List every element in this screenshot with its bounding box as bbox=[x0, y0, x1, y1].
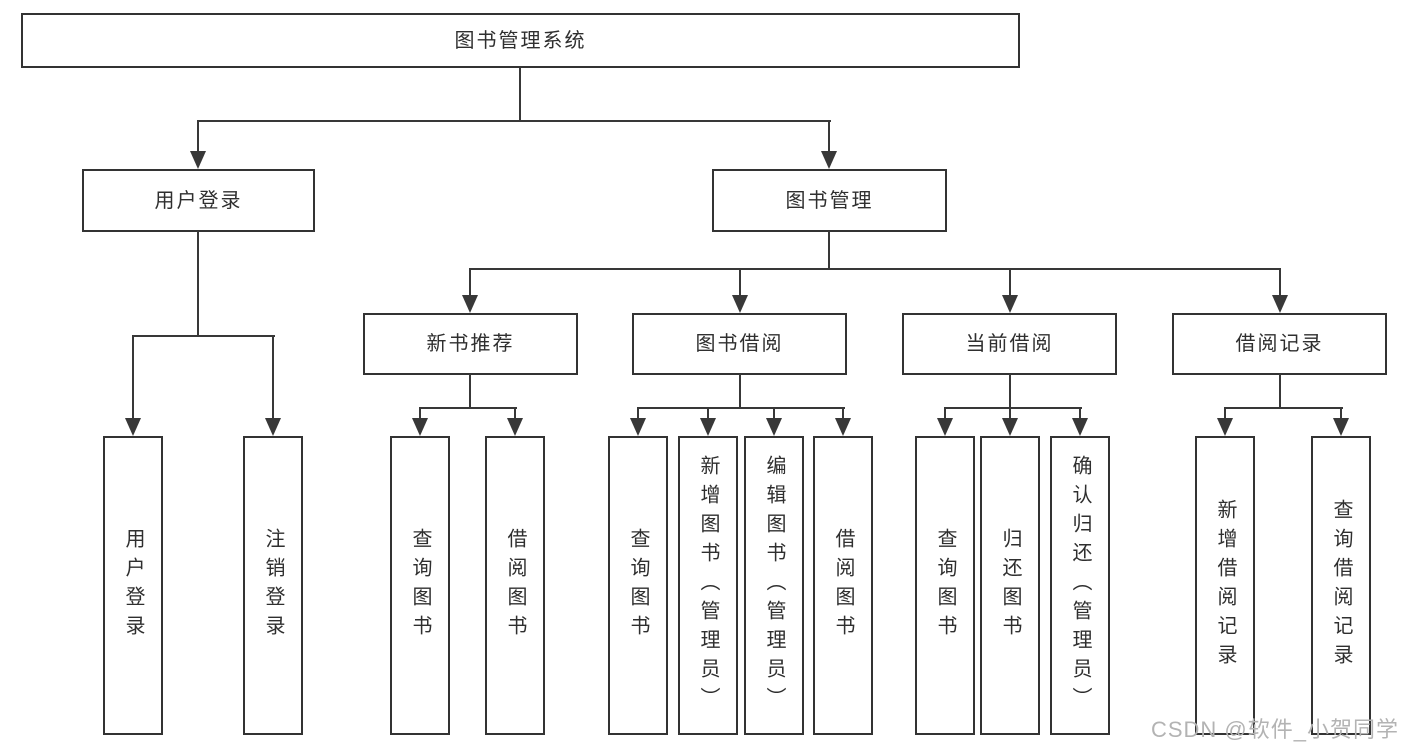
arrow-down-icon bbox=[265, 418, 281, 436]
drop-line bbox=[828, 120, 830, 153]
drop-line bbox=[637, 407, 639, 419]
arrow-down-icon bbox=[1217, 418, 1233, 436]
leaf-query-book: 查询图书 bbox=[390, 436, 450, 735]
drop-line bbox=[739, 268, 741, 296]
arrow-down-icon bbox=[462, 295, 478, 313]
drop-line bbox=[272, 335, 274, 419]
leaf-confirm-return-admin: 确认归还（管理员） bbox=[1050, 436, 1110, 735]
drop-line bbox=[1224, 407, 1226, 419]
arrow-down-icon bbox=[937, 418, 953, 436]
arrow-down-icon bbox=[1002, 295, 1018, 313]
drop-line bbox=[944, 407, 946, 419]
drop-line bbox=[469, 268, 471, 296]
arrow-down-icon bbox=[1002, 418, 1018, 436]
drop-line bbox=[197, 120, 199, 153]
arrow-down-icon bbox=[507, 418, 523, 436]
arrow-down-icon bbox=[766, 418, 782, 436]
arrow-down-icon bbox=[1072, 418, 1088, 436]
leaf-user-login: 用户登录 bbox=[103, 436, 163, 735]
node-user-login: 用户登录 bbox=[82, 169, 315, 232]
drop-line bbox=[1340, 407, 1342, 419]
drop-line bbox=[1079, 407, 1081, 419]
node-current-borrow: 当前借阅 bbox=[902, 313, 1117, 375]
books-stem-line bbox=[828, 231, 830, 269]
drop-line bbox=[1009, 407, 1011, 419]
drop-line bbox=[1009, 268, 1011, 296]
drop-line bbox=[514, 407, 516, 419]
node-book-borrow: 图书借阅 bbox=[632, 313, 847, 375]
arrow-down-icon bbox=[1333, 418, 1349, 436]
leaf-add-book-admin: 新增图书（管理员） bbox=[678, 436, 738, 735]
leaf-add-borrow-record: 新增借阅记录 bbox=[1195, 436, 1255, 735]
leaf-query-book: 查询图书 bbox=[915, 436, 975, 735]
node-new-book-recommend: 新书推荐 bbox=[363, 313, 578, 375]
drop-line bbox=[419, 407, 421, 419]
node-borrow-records: 借阅记录 bbox=[1172, 313, 1387, 375]
leaf-bar-line bbox=[638, 407, 845, 409]
arrow-down-icon bbox=[412, 418, 428, 436]
leaf-return-book: 归还图书 bbox=[980, 436, 1040, 735]
arrow-down-icon bbox=[125, 418, 141, 436]
drop-line bbox=[132, 335, 134, 419]
login-stem-line bbox=[197, 231, 199, 336]
arrow-down-icon bbox=[190, 151, 206, 169]
node-root: 图书管理系统 bbox=[21, 13, 1020, 68]
group-stem-line bbox=[739, 374, 741, 408]
group-stem-line bbox=[1009, 374, 1011, 408]
drop-line bbox=[707, 407, 709, 419]
arrow-down-icon bbox=[835, 418, 851, 436]
drop-line bbox=[1279, 268, 1281, 296]
leaf-query-book: 查询图书 bbox=[608, 436, 668, 735]
drop-line bbox=[773, 407, 775, 419]
leaf-bar-line bbox=[945, 407, 1082, 409]
arrow-down-icon bbox=[1272, 295, 1288, 313]
leaf-bar-line bbox=[420, 407, 517, 409]
level3-bar-line bbox=[470, 268, 1281, 270]
leaf-logout: 注销登录 bbox=[243, 436, 303, 735]
arrow-down-icon bbox=[700, 418, 716, 436]
group-stem-line bbox=[469, 374, 471, 408]
leaf-edit-book-admin: 编辑图书（管理员） bbox=[744, 436, 804, 735]
node-book-management: 图书管理 bbox=[712, 169, 947, 232]
leaf-borrow-book: 借阅图书 bbox=[485, 436, 545, 735]
level1-bar-line bbox=[198, 120, 831, 122]
login-bar-line bbox=[133, 335, 275, 337]
arrow-down-icon bbox=[821, 151, 837, 169]
drop-line bbox=[842, 407, 844, 419]
group-stem-line bbox=[1279, 374, 1281, 408]
arrow-down-icon bbox=[732, 295, 748, 313]
leaf-bar-line bbox=[1225, 407, 1343, 409]
arrow-down-icon bbox=[630, 418, 646, 436]
leaf-query-borrow-record: 查询借阅记录 bbox=[1311, 436, 1371, 735]
leaf-borrow-book: 借阅图书 bbox=[813, 436, 873, 735]
root-stem-line bbox=[519, 68, 521, 122]
